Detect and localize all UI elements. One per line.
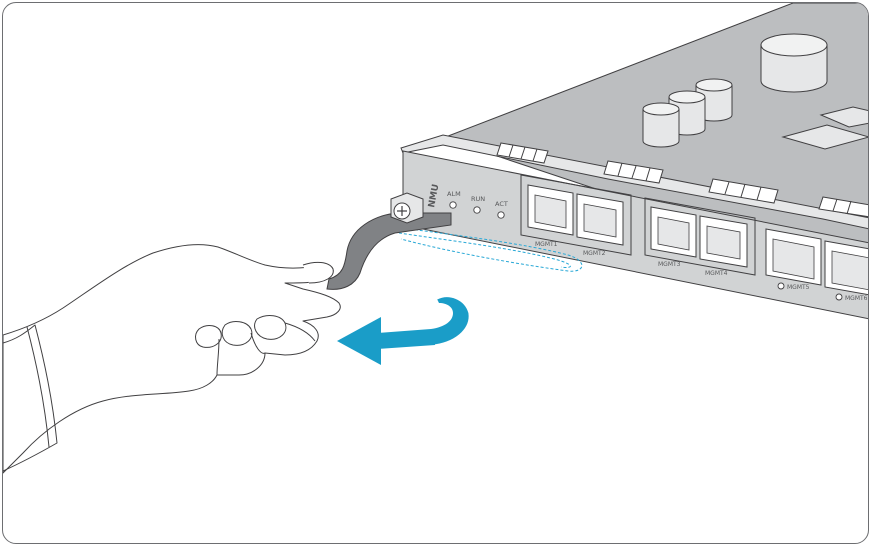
svg-text:MGMT5: MGMT5 <box>787 284 810 291</box>
lever-original-position <box>394 226 583 272</box>
svg-text:MGMT6: MGMT6 <box>845 295 868 302</box>
led-run: RUN <box>471 195 485 214</box>
led-alm: ALM <box>447 190 461 209</box>
installation-diagram: NMU ALM RUN ACT MGMT1 MGMT2 MGMT3 MGMT4 <box>3 3 868 474</box>
chip-2 <box>819 106 868 128</box>
circuit-board <box>441 3 868 249</box>
port-group-1: MGMT1 MGMT2 <box>520 174 632 257</box>
connector-combs <box>496 142 868 218</box>
captive-screw-icon <box>390 192 424 224</box>
chip-1 <box>781 124 868 150</box>
capacitor-small-3 <box>642 102 680 148</box>
port-group-2: MGMT3 MGMT4 <box>644 197 756 277</box>
rotate-arrow-icon <box>337 296 470 365</box>
svg-text:ALM: ALM <box>447 190 461 198</box>
svg-text:MGMT2: MGMT2 <box>583 250 606 257</box>
svg-text:RUN: RUN <box>471 195 485 203</box>
port-group-3: MGMT5 MGMT6 <box>765 228 868 302</box>
svg-text:ACT: ACT <box>495 200 508 208</box>
module-label: NMU <box>427 183 441 208</box>
ejector-lever <box>326 212 452 290</box>
svg-text:MGMT1: MGMT1 <box>535 241 558 248</box>
capacitor-large <box>760 33 828 93</box>
hand-illustration <box>3 244 341 474</box>
svg-text:MGMT3: MGMT3 <box>658 261 681 268</box>
led-act: ACT <box>495 200 508 219</box>
svg-text:MGMT4: MGMT4 <box>705 270 728 277</box>
